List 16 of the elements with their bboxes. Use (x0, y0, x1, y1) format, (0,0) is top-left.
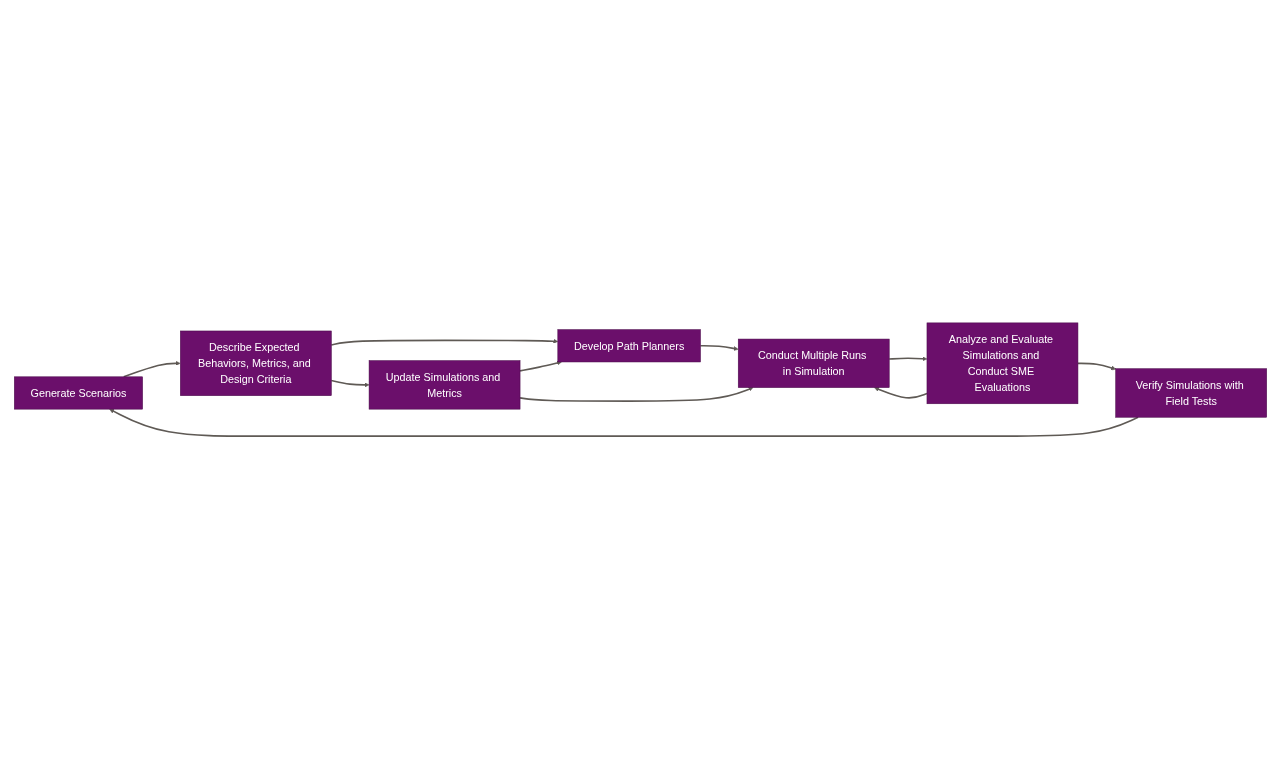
arrow (888, 356, 928, 362)
node-box: Conduct Multiple Runs in Simulation (737, 338, 890, 388)
node-box: Update Simulations and Metrics (368, 360, 521, 410)
arrow (330, 379, 370, 388)
node-box: Analyze and Evaluate Simulations and Conduct SME Evaluations (926, 322, 1079, 405)
node-box: Verify Simulations with Field Tests (1115, 368, 1267, 418)
arrow (519, 386, 754, 402)
arrow (874, 386, 928, 399)
node-box: Generate Scenarios (14, 376, 143, 410)
node-box: Describe Expected Behaviors, Metrics, and Design Criteria (180, 330, 332, 396)
arrow (1077, 362, 1116, 371)
arrow (699, 345, 739, 351)
arrow (330, 338, 559, 346)
arrow (109, 408, 1139, 437)
arrow (519, 360, 562, 372)
node-box: Develop Path Planners (557, 329, 701, 363)
